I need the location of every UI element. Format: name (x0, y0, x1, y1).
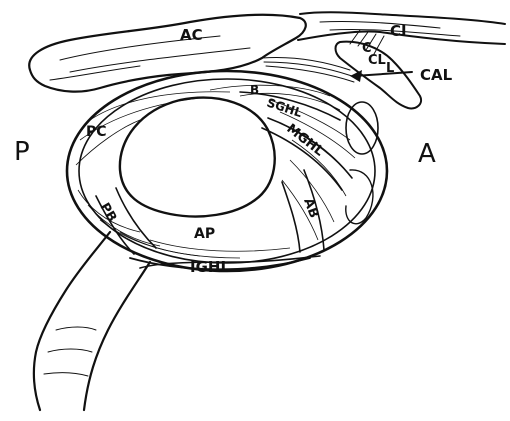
label-cl: CL (368, 53, 386, 68)
scapula-shading (44, 327, 96, 376)
label-ighl: IGHL (190, 258, 230, 276)
label-pc: PC (86, 124, 107, 140)
label-ap: AP (194, 226, 215, 242)
label-ci: CI (390, 22, 407, 40)
cal-arrow-head (350, 70, 362, 82)
label-posterior: P (14, 137, 30, 167)
label-cal: CAL (420, 66, 453, 84)
acromion-outline (29, 15, 306, 92)
label-anterior: A (418, 139, 436, 169)
capsule-fibres (76, 85, 355, 258)
label-b: B (250, 83, 259, 97)
label-mghl: MGHL (284, 121, 327, 159)
label-l: L (386, 61, 394, 76)
coracoacromial-ligament (262, 58, 354, 83)
anterior-opening (346, 102, 378, 154)
acromion-shading (50, 36, 250, 80)
label-ac: AC (180, 26, 203, 44)
humeral-head (120, 98, 275, 217)
